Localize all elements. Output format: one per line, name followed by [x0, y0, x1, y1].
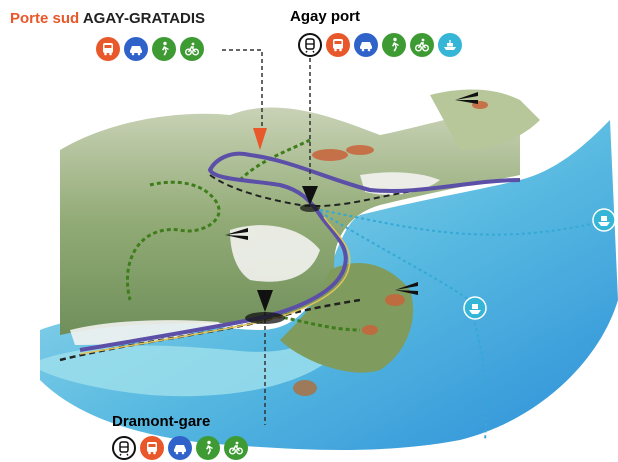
porte-sud-title: Porte sud AGAY-GRATADIS: [10, 10, 205, 27]
bike-icon: [224, 436, 248, 460]
islet: [293, 380, 317, 396]
land-mass: [60, 107, 520, 335]
coastal-road-edge: [79, 216, 351, 355]
dramont-gare-modes: [112, 436, 248, 460]
bus-icon: [140, 436, 164, 460]
stop-marker-agay-port: [300, 186, 320, 212]
car-icon: [168, 436, 192, 460]
walk-icon: [152, 37, 176, 61]
stop-marker-dramont-gare: [245, 290, 285, 324]
train-icon: [298, 33, 322, 57]
east-headland: [430, 89, 540, 150]
car-icon: [354, 33, 378, 57]
porte-sud-prefix: Porte sud: [10, 10, 80, 27]
walk-icon: [196, 436, 220, 460]
bike-icon: [410, 33, 434, 57]
porte-sud-modes: [96, 37, 204, 61]
bike-icon: [180, 37, 204, 61]
porte-sud-name: AGAY-GRATADIS: [82, 10, 206, 27]
south-cape: [280, 262, 414, 373]
leader-lines: [222, 49, 311, 425]
agay-port-modes: [298, 33, 462, 57]
bus-icon: [326, 33, 350, 57]
shallow-water: [40, 335, 330, 397]
viewpoint-icons: [225, 92, 478, 295]
stop-marker-porte-sud: [253, 128, 267, 150]
boat-stop-icons: [463, 208, 616, 320]
agay-port-title: Agay port: [290, 8, 361, 25]
dramont-gare-title: Dramont-gare: [112, 413, 211, 430]
walk-icon: [382, 33, 406, 57]
bus-icon: [96, 37, 120, 61]
boat-icon: [438, 33, 462, 57]
train-icon: [112, 436, 136, 460]
car-icon: [124, 37, 148, 61]
